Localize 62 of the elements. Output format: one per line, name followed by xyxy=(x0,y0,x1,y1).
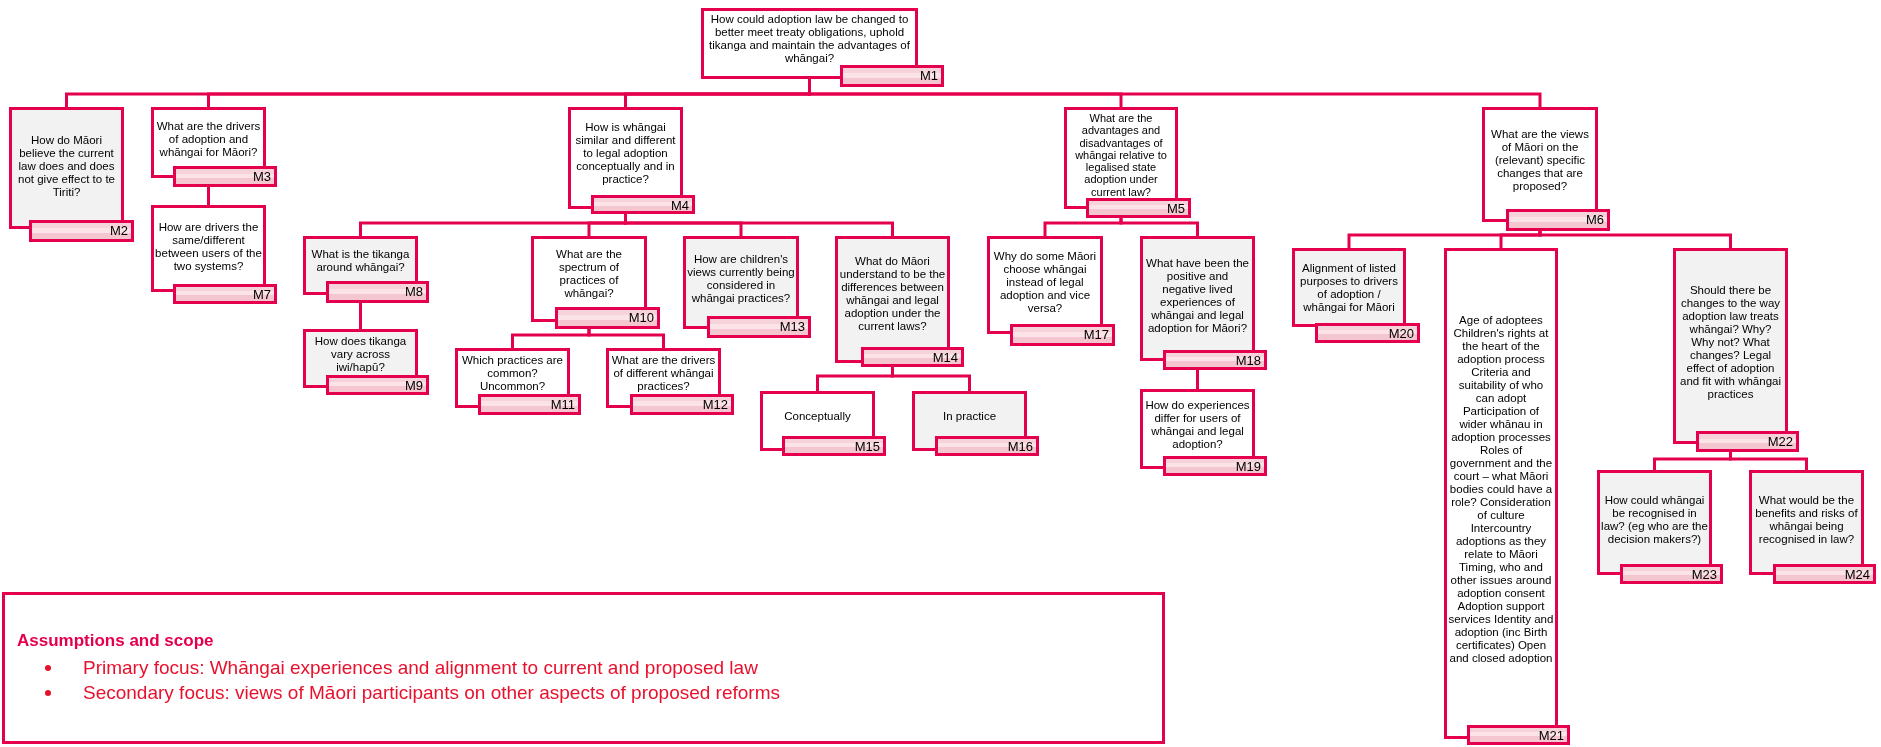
id-tag: M18 xyxy=(1163,350,1267,370)
id-tag: M3 xyxy=(173,166,277,187)
connector-line xyxy=(1119,218,1199,236)
question-text: How does tikanga vary across iwi/hapū? xyxy=(313,335,408,374)
id-tag: M10 xyxy=(555,307,660,329)
id-tag: M19 xyxy=(1163,456,1267,476)
question-text: What are the advantages and disadvantages of whāngai relative to legalised state adoption under current law? xyxy=(1074,111,1168,199)
question-text: What are the views of Māori on the (relevant) specific changes that are proposed? xyxy=(1490,128,1590,193)
id-tag: M15 xyxy=(782,436,886,456)
question-text: What have been the positive and negative lived experiences of whāngai and legal adoption for Māori? xyxy=(1145,256,1250,335)
question-text: How could whāngai be recognised in law? (eg who are the decision makers?) xyxy=(1601,493,1708,546)
id-tag: M13 xyxy=(707,316,811,338)
id-tag: M2 xyxy=(29,220,134,242)
question-text: What are the spectrum of practices of whāngai? xyxy=(555,248,623,300)
id-tag: M8 xyxy=(326,281,429,303)
panel-heading: Assumptions and scope xyxy=(17,631,214,651)
question-text: What is the tikanga around whāngai? xyxy=(310,248,411,274)
id-tag: M7 xyxy=(173,284,277,304)
id-tag: M23 xyxy=(1620,564,1723,584)
question-text: How do experiences differ for users of whāngai and legal adoption? xyxy=(1144,399,1251,451)
question-text: What are the drivers of adoption and whāngai for Māori? xyxy=(155,119,262,159)
id-tag: M20 xyxy=(1315,323,1420,343)
question-text: How could adoption law be changed to better meet treaty obligations, uphold tikanga and maintain the advantages of whāngai? xyxy=(708,13,911,65)
id-tag: M22 xyxy=(1696,431,1799,452)
connector-line xyxy=(359,303,362,329)
id-tag: M1 xyxy=(840,65,944,87)
question-text: Should there be changes to the way adoption law treats whāngai? Why? Why not? What changes? Legal effect of adoption and fit with whāngai practices xyxy=(1679,283,1782,401)
connector-line xyxy=(891,367,971,391)
question-text: How are drivers the same/different between users of the two systems? xyxy=(155,221,262,273)
connector-line xyxy=(1729,452,1808,470)
question-text: What would be the benefits and risks of whāngai being recognised in law? xyxy=(1754,493,1859,546)
question-text: Conceptually xyxy=(784,409,851,423)
id-tag: M4 xyxy=(591,195,695,214)
id-tag: M16 xyxy=(935,436,1039,456)
id-tag: M17 xyxy=(1010,324,1115,346)
connector-line xyxy=(1196,370,1199,389)
scope-panel xyxy=(2,592,1165,744)
question-text: Why do some Māori choose whāngai instead of legal adoption and vice versa? xyxy=(992,250,1098,315)
id-tag: M24 xyxy=(1773,564,1876,584)
id-tag: M14 xyxy=(861,347,964,367)
id-tag: M9 xyxy=(326,375,429,395)
bullet-text: Primary focus: Whāngai experiences and alignment to current and proposed law xyxy=(83,656,758,680)
question-text: What do Māori understand to be the differences between whāngai and legal adoption under the current laws? xyxy=(839,255,946,333)
id-tag: M11 xyxy=(478,394,581,415)
bullet-text: Secondary focus: views of Māori participants on other aspects of proposed reforms xyxy=(83,681,780,705)
id-tag: M5 xyxy=(1086,198,1191,218)
question-text: How do Māori believe the current law does and does not give effect to te Tiriti? xyxy=(17,133,116,199)
id-tag: M21 xyxy=(1467,725,1570,745)
id-tag: M12 xyxy=(630,394,734,415)
connector-line xyxy=(207,187,210,205)
question-text: What are the drivers of different whāngai practices? xyxy=(610,354,717,393)
question-text: How are children's views currently being considered in whāngai practices? xyxy=(687,252,795,305)
connector-line xyxy=(624,214,894,236)
question-text: Which practices are common? Uncommon? xyxy=(461,354,564,393)
connector-line xyxy=(1499,231,1542,248)
question-text: How is whāngai similar and different to legal adoption conceptually and in practice? xyxy=(574,121,677,186)
question-text: Age of adoptees Children's rights at the heart of the adoption process Criteria and suitability of who can adopt Participation of wider whānau in adoption processes Roles of government and the court – what Māori bodies could have a role? Consideration of culture Intercountry adoptions as they relate to Māori Timing, who and other issues around adoption consent Adoption support services Identity and adoption (inc Birth certificates) Open and closed adoption xyxy=(1448,313,1554,665)
connector-line xyxy=(587,329,665,348)
question-text: Alignment of listed purposes to drivers of adoption / whāngai for Māori xyxy=(1299,262,1399,314)
id-tag: M6 xyxy=(1506,209,1610,231)
question-text: In practice xyxy=(942,409,997,423)
connector-line xyxy=(1538,231,1732,248)
